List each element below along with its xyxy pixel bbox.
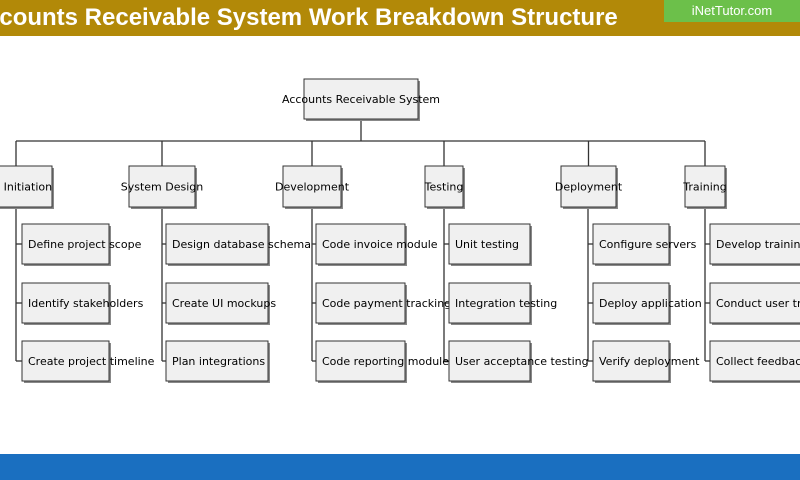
task-node: Define project scope <box>21 223 142 266</box>
task-node-label: Collect feedback <box>716 355 800 368</box>
task-node-label: Code invoice module <box>322 238 438 251</box>
task-node: Design database schema <box>165 223 311 266</box>
branch-node-label: System Design <box>121 181 204 194</box>
task-node-label: Integration testing <box>455 297 557 310</box>
brand-badge: iNetTutor.com <box>664 0 800 22</box>
branch-node: ject Initiation <box>0 165 54 209</box>
root-node-label: Accounts Receivable System <box>282 93 440 106</box>
task-node-label: Configure servers <box>599 238 697 251</box>
task-node: User acceptance testing <box>448 340 589 383</box>
task-node: Integration testing <box>448 282 557 325</box>
branch-node-label: Development <box>275 181 350 194</box>
task-node: Collect feedback <box>709 340 800 383</box>
footer-bar <box>0 454 800 480</box>
task-node-label: Create UI mockups <box>172 297 276 310</box>
branch-node: System Design <box>121 165 204 209</box>
task-node-label: Verify deployment <box>599 355 700 368</box>
root-node: Accounts Receivable System <box>282 78 440 121</box>
branch-node-label: Training <box>682 181 726 194</box>
task-node-label: Code reporting module <box>322 355 449 368</box>
task-node-label: Create project timeline <box>28 355 155 368</box>
task-node: Code invoice module <box>315 223 438 266</box>
task-node-label: Develop training mater <box>716 238 800 251</box>
task-node: Unit testing <box>448 223 532 266</box>
branch-node: Testing <box>424 165 465 209</box>
branch-node: Development <box>275 165 350 209</box>
task-node: Create project timeline <box>21 340 155 383</box>
branch-node-label: Deployment <box>555 181 623 194</box>
task-node: Create UI mockups <box>165 282 276 325</box>
task-node-label: Design database schema <box>172 238 311 251</box>
task-node-label: Conduct user training <box>716 297 800 310</box>
task-node: Code payment tracking <box>315 282 451 325</box>
wbs-diagram: Accounts Receivable System ject Initiatio… <box>0 78 800 383</box>
page-title: ccounts Receivable System Work Breakdown… <box>0 4 618 31</box>
task-node-label: Identify stakeholders <box>28 297 144 310</box>
branch-node-label: ject Initiation <box>0 181 52 194</box>
task-node: Verify deployment <box>592 340 700 383</box>
task-node-label: Define project scope <box>28 238 142 251</box>
task-node-label: Unit testing <box>455 238 519 251</box>
branch-node: Training <box>682 165 727 209</box>
task-node-label: Code payment tracking <box>322 297 451 310</box>
task-node: Identify stakeholders <box>21 282 144 325</box>
task-node: Code reporting module <box>315 340 449 383</box>
task-node: Develop training mater <box>709 223 800 266</box>
task-node: Deploy application <box>592 282 702 325</box>
task-node-label: Plan integrations <box>172 355 265 368</box>
task-node-label: Deploy application <box>599 297 702 310</box>
task-node-label: User acceptance testing <box>455 355 589 368</box>
task-node: Conduct user training <box>709 282 800 325</box>
task-node: Plan integrations <box>165 340 270 383</box>
task-node: Configure servers <box>592 223 697 266</box>
branch-node: Deployment <box>555 165 623 209</box>
branch-node-label: Testing <box>424 181 464 194</box>
